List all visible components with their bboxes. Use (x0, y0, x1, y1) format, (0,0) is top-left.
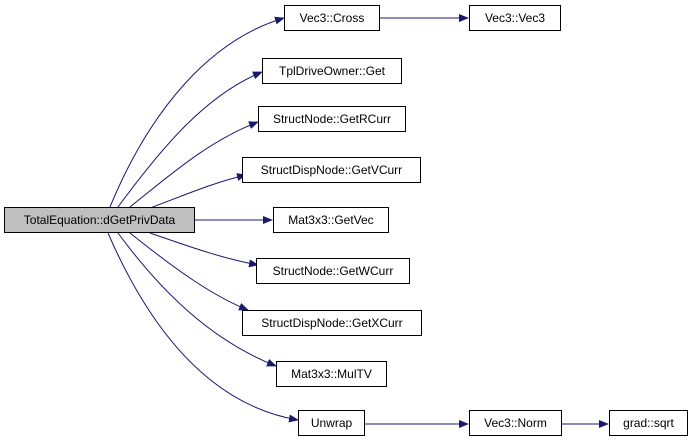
edge-root-structdispnode-getvcurr (149, 173, 247, 209)
node-tpldriveowner-get[interactable]: TplDriveOwner::Get (262, 58, 402, 84)
node-mat3x3-getvec[interactable]: Mat3x3::GetVec (273, 207, 389, 233)
edge-root-tpldriveowner-get (117, 71, 263, 208)
node-grad-sqrt[interactable]: grad::sqrt (609, 410, 688, 436)
node-structdispnode-getxcurr[interactable]: StructDispNode::GetXCurr (242, 310, 422, 336)
edge-root-vec3-cross (109, 16, 285, 208)
edge-root-structnode-getwcurr (149, 232, 259, 268)
edge-root-structnode-getrcurr (129, 121, 259, 208)
node-vec3-vec3[interactable]: Vec3::Vec3 (469, 5, 561, 31)
node-unwrap[interactable]: Unwrap (298, 410, 365, 436)
node-structnode-getrcurr[interactable]: StructNode::GetRCurr (258, 106, 406, 132)
node-structdispnode-getvcurr[interactable]: StructDispNode::GetVCurr (242, 157, 421, 183)
node-root: TotalEquation::dGetPrivData (4, 207, 195, 233)
node-vec3-cross[interactable]: Vec3::Cross (284, 5, 380, 31)
node-mat3x3-multv[interactable]: Mat3x3::MulTV (276, 361, 387, 387)
edge-root-mat3x3-multv (117, 232, 277, 367)
edge-root-unwrap (107, 232, 299, 423)
node-vec3-norm[interactable]: Vec3::Norm (469, 410, 562, 436)
edge-root-structdispnode-getxcurr (129, 232, 249, 311)
node-structnode-getwcurr[interactable]: StructNode::GetWCurr (256, 258, 410, 284)
